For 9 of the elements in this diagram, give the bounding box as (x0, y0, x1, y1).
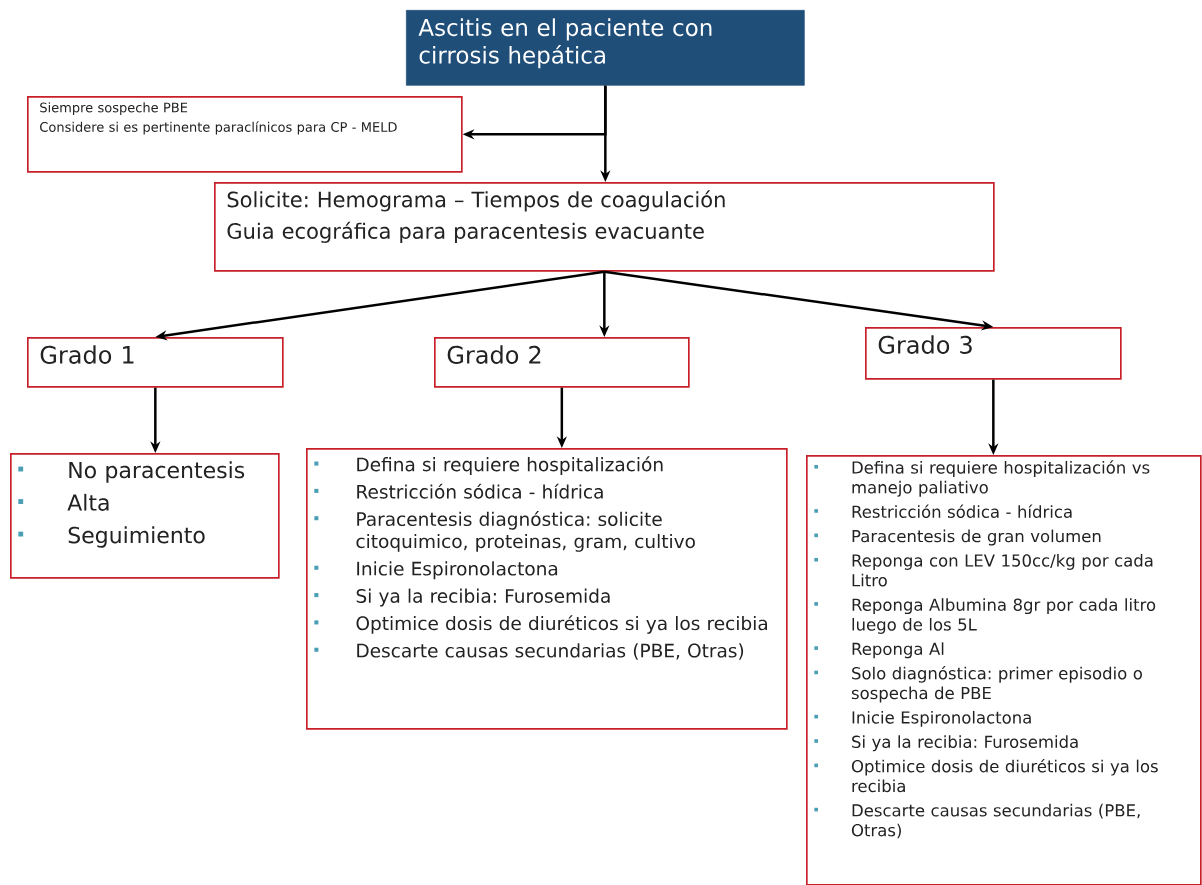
note-box: Siempre sospeche PBE Considere si es pertinente paraclínicos para CP - MELD (27, 96, 463, 173)
grade-box: Grado 1 (27, 337, 284, 388)
title-box: Ascitis en el paciente con cirrosis hepática (406, 10, 805, 86)
grade-box: Grado 3 (865, 327, 1122, 380)
list-box: No paracentesis Alta Seguimiento (10, 453, 280, 579)
list-box: Defina si requiere hospitalización Restricción sódica - hídrica Paracentesis diagnóstica: solicite citoquimico, proteinas, gram, cultivo Inicie Espironolactona Si ya la recibia: Furosemida Optimice dosis de diuréticos si ya los recibia Descarte causas secundarias (PBE, Otras) (306, 448, 788, 730)
grade-box: Grado 2 (434, 337, 690, 388)
process-box: Solicite: Hemograma – Tiempos de coagulación Guia ecográfica para paracentesis evacuante (214, 182, 995, 272)
list-box: Defina si requiere hospitalización vs manejo paliativo Restricción sódica - hídrica Paracentesis de gran volumen Reponga con LEV 150cc/kg por cada Litro Reponga Albumina 8gr por cada litro luego de los 5L Reponga Al Solo diagnóstica: primer episodio o sospecha de PBE Inicie Espironolactona Si ya la recibia: Furosemida Optimice dosis de diuréticos si ya los recibia Descarte causas secundarias (PBE, Otras) (806, 455, 1202, 885)
